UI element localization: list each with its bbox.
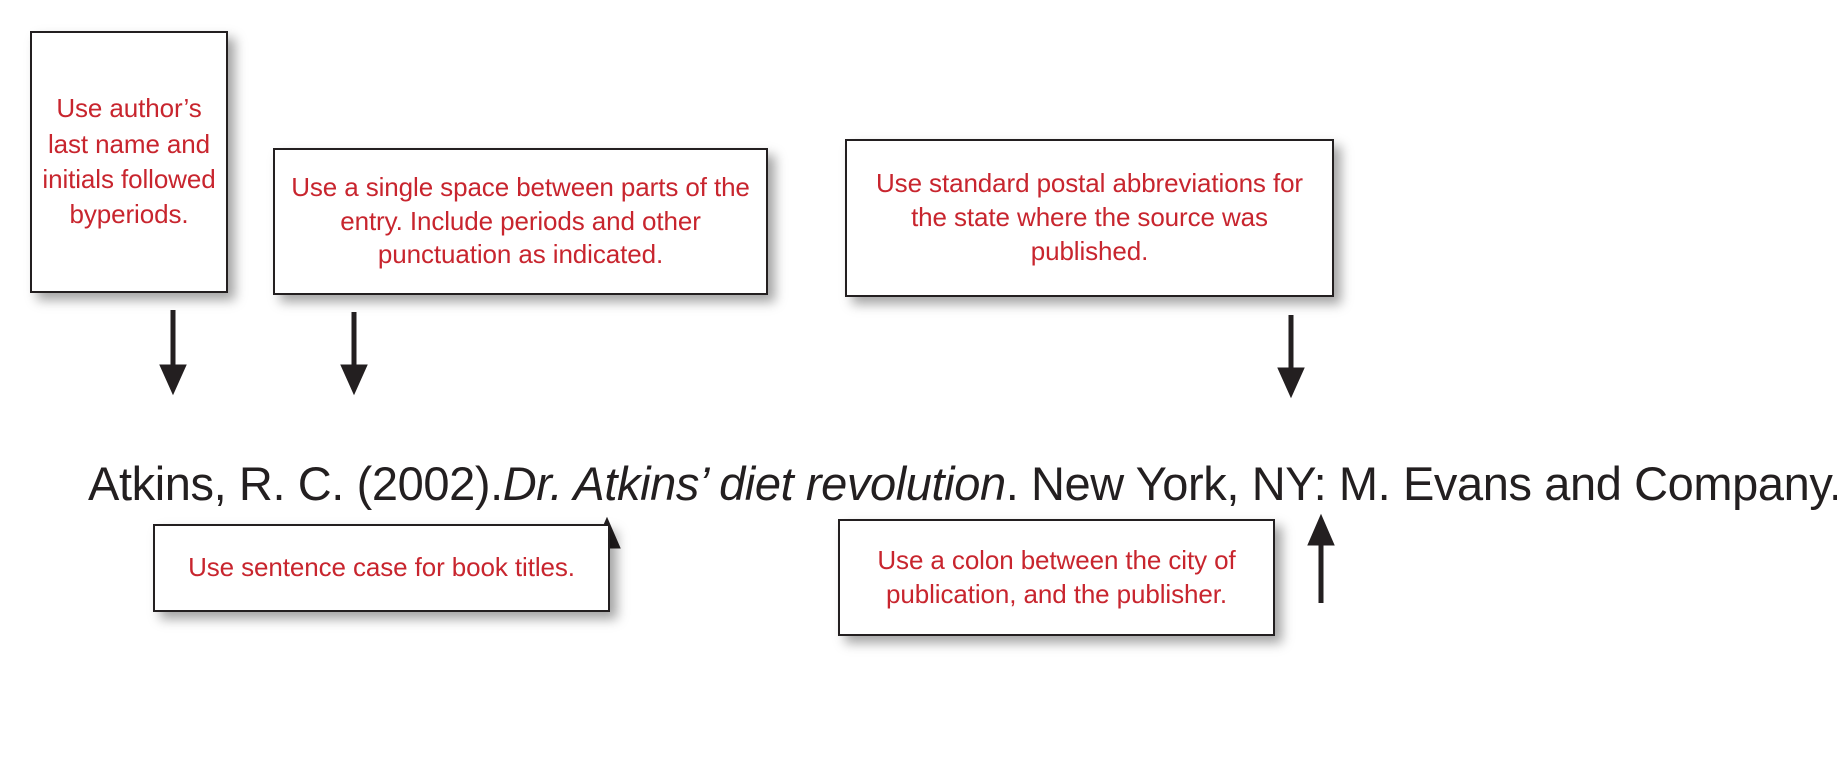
callout-box-use-standard-postal-abbreviations: Use standard postal abbreviations for th… <box>845 139 1334 297</box>
callout-box-use-single-space: Use a single space between parts of the … <box>273 148 768 295</box>
citation-author-year: Atkins, R. C. (2002). <box>88 456 503 510</box>
arrow-down-icon-spacing <box>340 312 368 396</box>
callout-box-use-a-colon: Use a colon between the city of publicat… <box>838 519 1275 636</box>
callout-text-colon: Use a colon between the city of publicat… <box>877 544 1236 609</box>
callout-box-use-sentence-case: Use sentence case for book titles. <box>153 524 610 612</box>
callout-text-sentence-case: Use sentence case for book titles. <box>188 552 575 583</box>
arrow-up-icon-colon <box>1307 513 1335 603</box>
callout-text-postal: Use standard postal abbreviations for th… <box>876 168 1303 266</box>
callout-box-use-author-last-name: Use author’s last name and initials foll… <box>30 31 228 293</box>
citation-title-italic: Dr. Atkins’ diet revolution <box>502 456 1006 510</box>
arrow-down-icon-postal <box>1277 315 1305 399</box>
citation-publication-info: . New York, NY: M. Evans and Company. <box>1005 456 1837 510</box>
callout-text-author: Use author’s last name and initials foll… <box>42 93 216 230</box>
arrow-down-icon-author <box>159 310 187 396</box>
callout-text-spacing: Use a single space between parts of the … <box>291 171 750 270</box>
reference-entry-citation: Atkins, R. C. (2002). Dr. Atkins’ diet r… <box>88 452 1837 514</box>
